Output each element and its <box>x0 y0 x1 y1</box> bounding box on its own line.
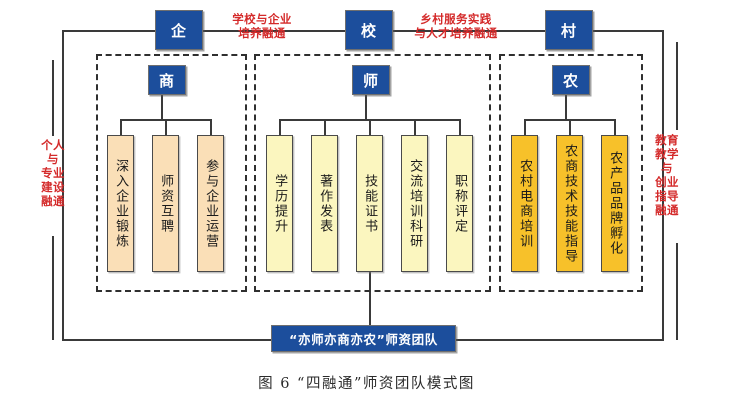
node-qi[interactable]: 企 <box>155 10 203 50</box>
node-xiao-label: 校 <box>360 21 377 40</box>
leaf-box-shi-1[interactable]: 学历提升 <box>266 135 293 272</box>
line-qi-to-label <box>203 30 225 32</box>
node-cun[interactable]: 村 <box>545 10 593 50</box>
node-nong[interactable]: 农 <box>552 65 590 95</box>
drop-nong-1 <box>524 119 526 136</box>
edge-label-xiao-cun: 乡村服务实践 与人才培养融通 <box>414 12 498 41</box>
line-xiao-to-label2 <box>393 30 411 32</box>
leaf-label: 农商技术技能指导 <box>562 143 578 264</box>
leaf-label: 深入企业锻炼 <box>113 158 129 249</box>
drop-nong-3 <box>614 119 616 136</box>
bottom-banner[interactable]: “亦师亦商亦农”师资团队 <box>271 325 456 352</box>
node-shang[interactable]: 商 <box>148 65 186 95</box>
leaf-box-shi-5[interactable]: 职称评定 <box>446 135 473 272</box>
leaf-label: 农产品品牌孵化 <box>607 151 623 256</box>
leaf-label: 技能证书 <box>362 173 378 234</box>
side-line-right-bottom <box>676 243 678 340</box>
leaf-label: 交流培训科研 <box>407 158 423 249</box>
dashed-frame-shi <box>254 54 491 292</box>
stem-nong <box>565 94 567 120</box>
leaf-box-shi-2[interactable]: 著作发表 <box>311 135 338 272</box>
drop-shi-4 <box>414 119 416 136</box>
leaf-box-nong-1[interactable]: 农村电商培训 <box>511 135 538 272</box>
side-label-right: 教育 教学 与 创业 指导 融通 <box>655 133 679 218</box>
drop-shi-1 <box>279 119 281 136</box>
leaf-box-shi-3[interactable]: 技能证书 <box>356 135 383 272</box>
side-line-left-bottom <box>52 236 54 340</box>
node-shang-label: 商 <box>158 71 175 90</box>
node-nong-label: 农 <box>562 71 579 90</box>
drop-nong-2 <box>569 119 571 136</box>
leaf-label: 著作发表 <box>317 173 333 234</box>
drop-shang-3 <box>210 119 212 136</box>
drop-shang-2 <box>165 119 167 136</box>
edge-label-qi-xiao: 学校与企业 培养融通 <box>232 12 292 41</box>
leaf-label: 参与企业运营 <box>203 158 219 249</box>
node-cun-label: 村 <box>560 21 577 40</box>
figure-caption: 图 6 “四融通”师资团队模式图 <box>258 376 475 392</box>
line-cun-to-frame <box>593 30 664 32</box>
leaf-box-shang-3[interactable]: 参与企业运营 <box>197 135 224 272</box>
leaf-box-nong-2[interactable]: 农商技术技能指导 <box>556 135 583 272</box>
drop-shi-2 <box>324 119 326 136</box>
stem-shang <box>161 94 163 120</box>
leaf-label: 农村电商培训 <box>517 158 533 249</box>
leaf-box-shang-1[interactable]: 深入企业锻炼 <box>107 135 134 272</box>
node-shi-label: 师 <box>362 71 379 90</box>
leaf-box-shi-4[interactable]: 交流培训科研 <box>401 135 428 272</box>
line-frame-to-banner-left <box>62 339 272 341</box>
leaf-label: 学历提升 <box>272 173 288 234</box>
drop-shi-3 <box>369 119 371 136</box>
bottom-banner-label: “亦师亦商亦农”师资团队 <box>289 332 438 347</box>
side-line-right-top <box>676 42 678 130</box>
line-banner-to-frame-right <box>455 339 664 341</box>
leaf-label: 师资互聘 <box>158 173 174 234</box>
drop-shi-5 <box>459 119 461 136</box>
side-line-left-top <box>52 60 54 136</box>
leaf-box-nong-3[interactable]: 农产品品牌孵化 <box>601 135 628 272</box>
side-label-left: 个人 与 专业 建设 融通 <box>41 138 65 209</box>
line-frame-to-qi <box>62 30 156 32</box>
node-xiao[interactable]: 校 <box>345 10 393 50</box>
leaf-label: 职称评定 <box>452 173 468 234</box>
leaf-box-shang-2[interactable]: 师资互聘 <box>152 135 179 272</box>
stem-to-banner <box>369 272 371 326</box>
node-qi-label: 企 <box>170 21 187 40</box>
dashed-frame-nong <box>499 54 643 292</box>
dashed-frame-shang <box>96 54 247 292</box>
node-shi[interactable]: 师 <box>352 65 390 95</box>
line-label2-to-cun <box>505 30 546 32</box>
drop-shang-1 <box>120 119 122 136</box>
line-label-to-xiao <box>300 30 346 32</box>
stem-shi <box>365 94 367 120</box>
